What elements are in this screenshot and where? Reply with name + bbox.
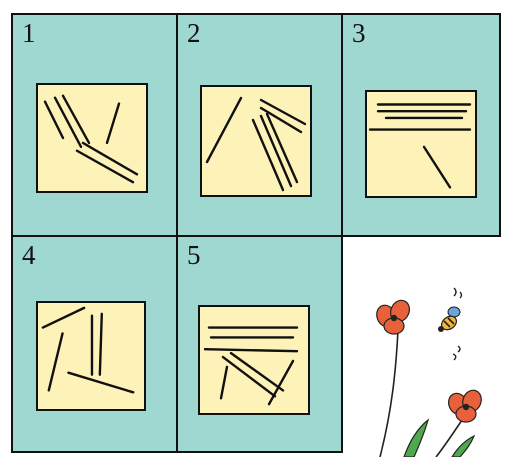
panel-4: 4 [12,236,177,452]
panel-number: 5 [187,240,201,270]
leaf-icon [452,436,474,457]
flower-stem [380,330,398,457]
flower-icon [374,297,413,334]
panel-2: 2 [177,14,342,236]
panel-3: 3 [342,14,500,236]
stick-card [366,91,476,197]
panel-5: 5 [177,236,342,452]
leaf-icon [404,420,428,457]
panel-number: 1 [22,18,36,48]
decor [374,288,484,457]
panel-number: 2 [187,18,201,48]
bee-icon [438,288,462,360]
panel-grid: 1 2 3 4 5 [12,14,500,452]
flower-icon [445,388,484,422]
stick-card [37,84,147,192]
panel-number: 3 [352,18,366,48]
panel-1: 1 [12,14,177,236]
panel-number: 4 [22,240,36,270]
